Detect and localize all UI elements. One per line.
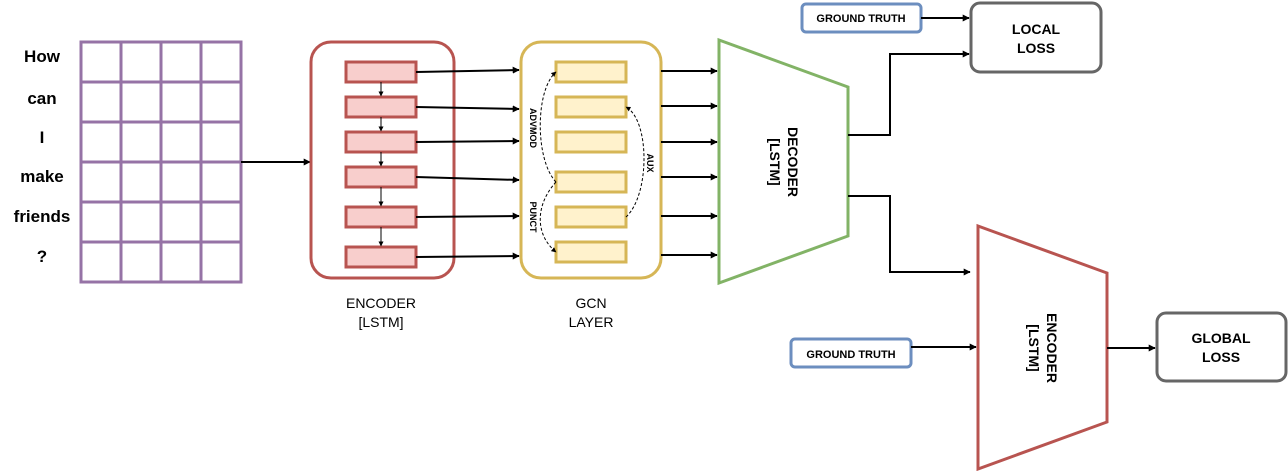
global-loss-line1: GLOBAL [1191, 330, 1251, 346]
local-loss-box [969, 1, 1103, 74]
lstm-cell [344, 245, 418, 269]
ground-truth-bottom-label: GROUND TRUTH [806, 349, 895, 361]
input-word: friends [14, 207, 71, 226]
encoder-to-gcn-arrows [415, 66, 520, 260]
encoder-block [309, 40, 456, 280]
global-loss-line2: LOSS [1202, 349, 1240, 365]
edge-label-advmod: ADVMOD [528, 108, 538, 148]
gcn-caption-line2: LAYER [569, 314, 614, 330]
encoder-caption-line2: [LSTM] [358, 314, 403, 330]
gcn-cell [554, 240, 628, 264]
decoder-block [717, 37, 850, 286]
input-words: How can I make friends ? [14, 47, 71, 266]
local-loss-line1: LOCAL [1012, 21, 1061, 37]
ground-truth-bottom-box [789, 337, 913, 369]
lstm-cell [344, 60, 418, 84]
gcn-caption-line1: GCN [575, 295, 606, 311]
lstm-cell [344, 165, 418, 189]
embedding-grid [79, 40, 243, 284]
encoder2-block [976, 223, 1109, 471]
gcn-cell [554, 130, 628, 154]
lstm-cell [344, 130, 418, 154]
gcn-to-decoder-arrows [661, 67, 718, 259]
input-word: ? [37, 247, 47, 266]
decoder-label-line1: DECODER [785, 127, 801, 197]
local-loss-line2: LOSS [1017, 40, 1055, 56]
encoder2-label-line2: [LSTM] [1026, 324, 1042, 371]
lstm-cell [344, 95, 418, 119]
encoder2-label-line1: ENCODER [1044, 313, 1060, 383]
decoder-to-local-loss-arrow [848, 50, 970, 136]
input-word: I [40, 128, 45, 147]
gcn-block: ADVMOD PUNCT AUX [519, 40, 663, 280]
decoder-label-line2: [LSTM] [767, 138, 783, 185]
input-word: can [27, 89, 56, 108]
global-loss-box [1155, 311, 1288, 383]
lstm-cell [344, 205, 418, 229]
gcn-cell [554, 170, 628, 194]
gcn-cell [554, 60, 628, 84]
dependency-edges [539, 71, 645, 253]
edge-label-punct: PUNCT [528, 202, 538, 234]
input-word: make [20, 167, 63, 186]
edge-label-aux: AUX [645, 153, 655, 172]
decoder-to-encoder2-arrow [848, 195, 971, 276]
gcn-cell [554, 95, 628, 119]
encoder-caption-line1: ENCODER [346, 295, 416, 311]
input-word: How [24, 47, 61, 66]
ground-truth-top-label: GROUND TRUTH [816, 13, 905, 25]
gcn-cell [554, 205, 628, 229]
